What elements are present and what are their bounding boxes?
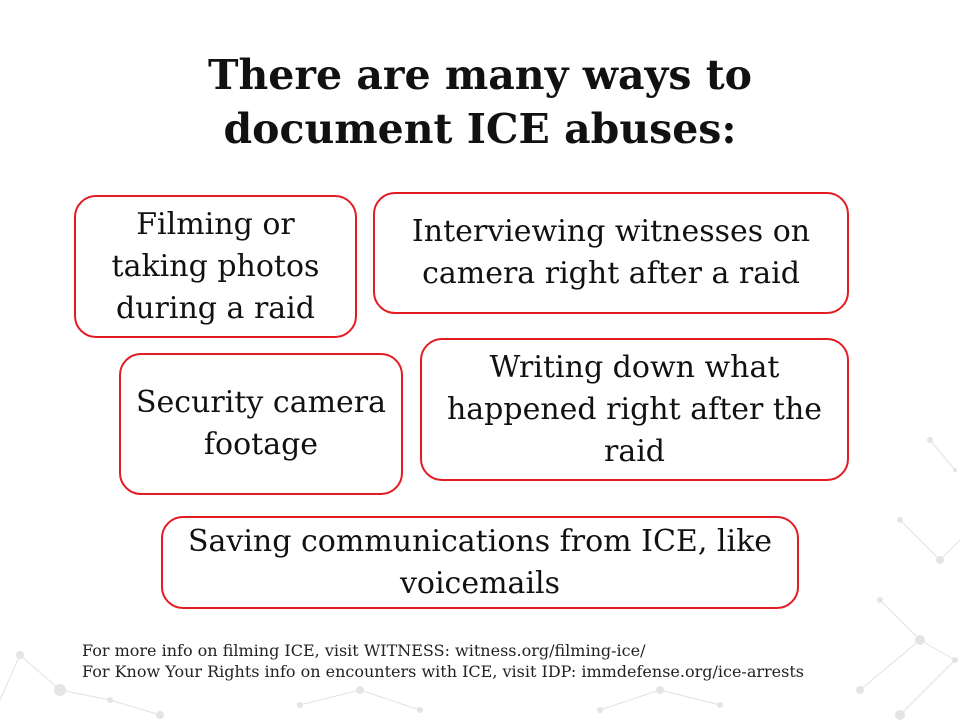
page-title: There are many ways to document ICE abus…	[0, 48, 960, 156]
card-writing-down: Writing down what happened right after t…	[420, 338, 849, 481]
footer-notes: For more info on filming ICE, visit WITN…	[82, 640, 804, 682]
card-security-footage-text: Security camera footage	[135, 385, 387, 462]
title-line-1: There are many ways to	[207, 51, 753, 99]
card-interviewing: Interviewing witnesses on camera right a…	[373, 192, 849, 314]
card-filming-text: Filming or taking photos during a raid	[111, 206, 320, 326]
card-saving-communications-text: Saving communications from ICE, like voi…	[187, 523, 773, 601]
title-line-2: document ICE abuses:	[223, 105, 737, 153]
card-saving-communications: Saving communications from ICE, like voi…	[161, 516, 799, 609]
footer-witness-line: For more info on filming ICE, visit WITN…	[82, 641, 646, 660]
card-interviewing-text: Interviewing witnesses on camera right a…	[411, 214, 811, 291]
card-security-footage: Security camera footage	[119, 353, 403, 495]
footer-idp-line: For Know Your Rights info on encounters …	[82, 662, 804, 681]
card-writing-down-text: Writing down what happened right after t…	[446, 349, 823, 469]
card-filming: Filming or taking photos during a raid	[74, 195, 357, 338]
